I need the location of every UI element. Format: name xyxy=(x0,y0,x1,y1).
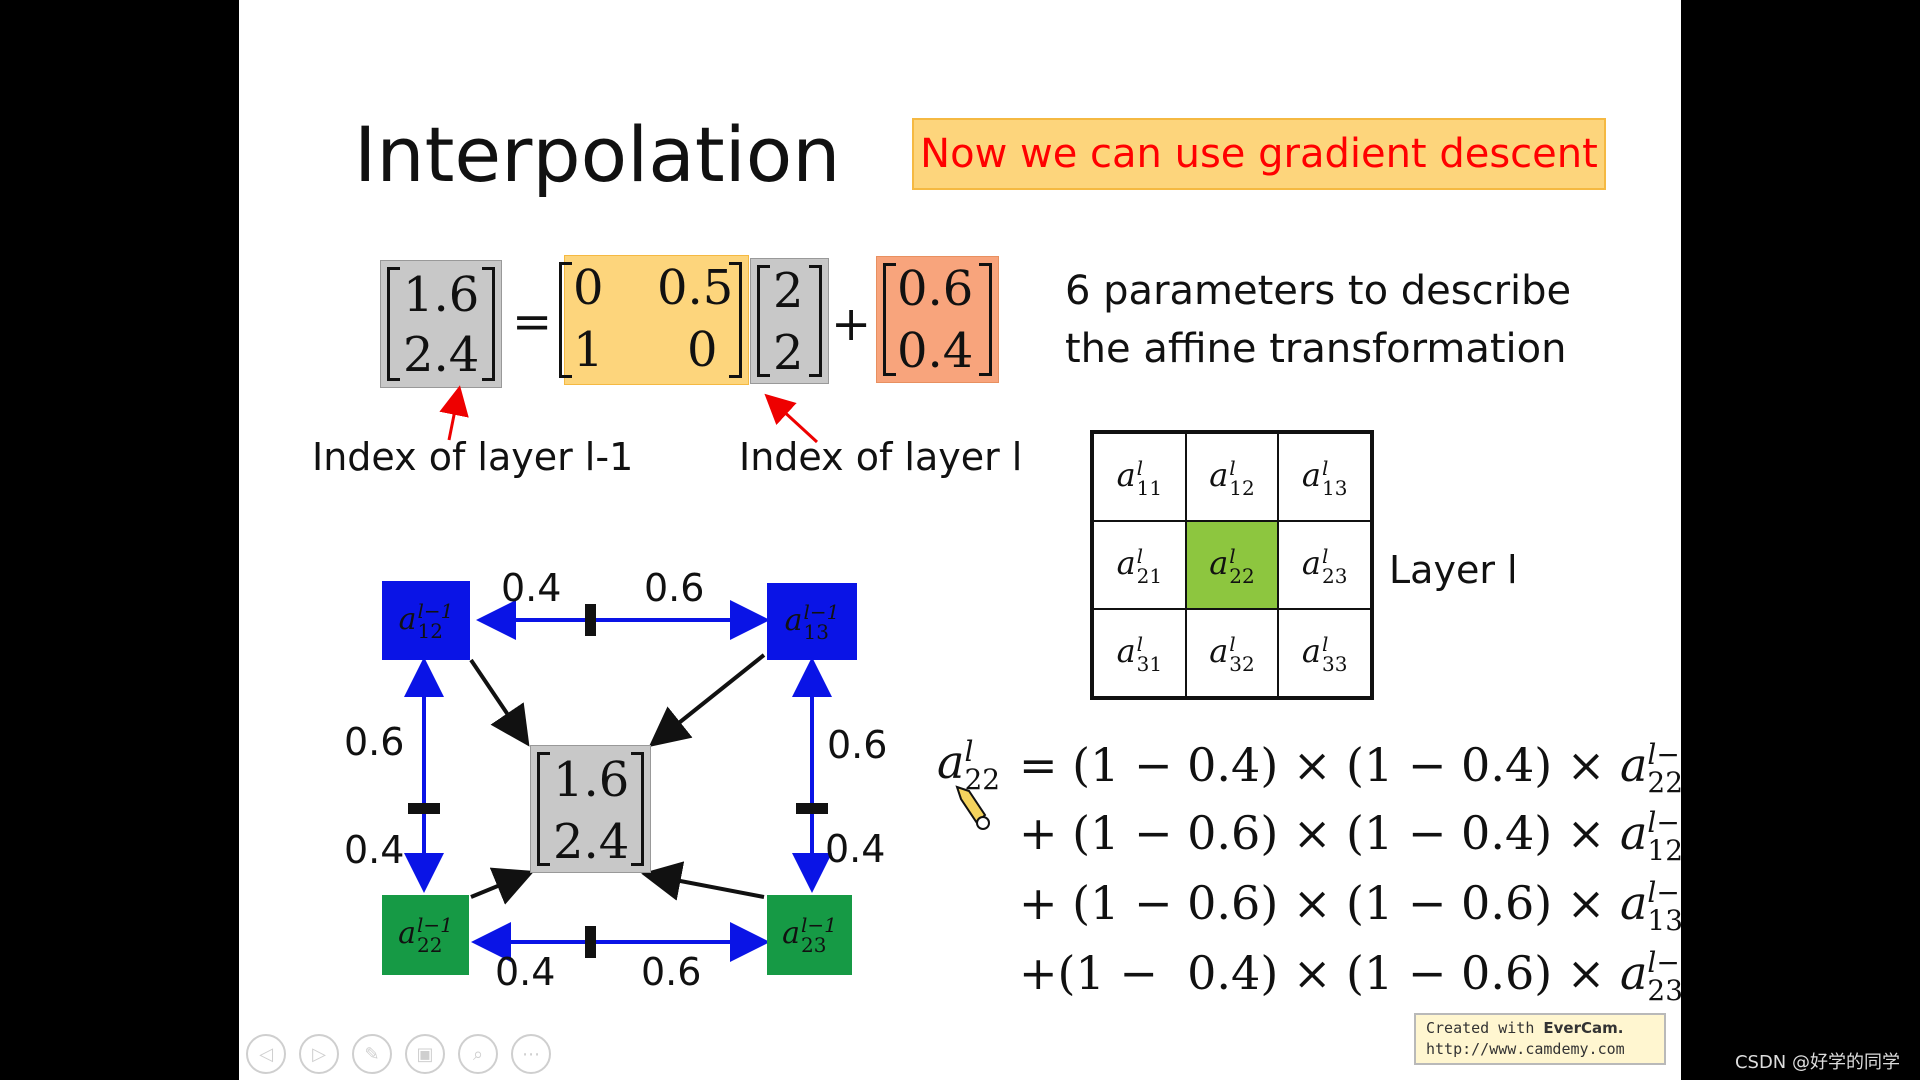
weight-top-left: 0.4 xyxy=(501,566,562,610)
slides-icon[interactable]: ▣ xyxy=(405,1034,445,1074)
csdn-watermark: CSDN @好学的同学 xyxy=(1734,1052,1900,1073)
vec-top: 2 xyxy=(773,263,804,319)
evercam-prefix: Created with xyxy=(1426,1019,1544,1037)
formula-line-3: + (1 − 0.6) × (1 − 0.6) × al−113 xyxy=(1019,876,1681,937)
transform-matrix: 0 0.5 1 0 xyxy=(559,255,749,385)
more-icon[interactable]: ⋯ xyxy=(511,1034,551,1074)
callout-box: Now we can use gradient descent xyxy=(912,118,1606,190)
lhs-bottom: 2.4 xyxy=(403,327,480,383)
evercam-badge: Created with EverCam. http://www.camdemy… xyxy=(1414,1013,1666,1065)
bias-vector: 0.6 0.4 xyxy=(876,256,999,383)
description-line-1: 6 parameters to describe xyxy=(1065,268,1572,314)
weight-right-bottom: 0.4 xyxy=(825,827,886,871)
layer-label: Layer l xyxy=(1389,548,1518,592)
weight-bottom-right: 0.6 xyxy=(641,950,702,994)
center-top: 1.6 xyxy=(553,752,630,808)
bias-top: 0.6 xyxy=(897,261,974,317)
affine-description: 6 parameters to describe the affine tran… xyxy=(1065,262,1571,378)
lhs-vector: 1.6 2.4 xyxy=(380,260,502,388)
label-arrows xyxy=(439,385,819,444)
evercam-brand: EverCam. xyxy=(1543,1019,1624,1037)
label-index-curr: Index of layer l xyxy=(739,435,1023,479)
plus-sign: + xyxy=(831,296,872,352)
slide: Interpolation Now we can use gradient de… xyxy=(239,0,1681,1080)
formula-line-4: +(1 − 0.4) × (1 − 0.6) × al−123 xyxy=(1019,946,1681,1007)
matrix-a11: 0 xyxy=(573,260,604,316)
next-icon[interactable]: ▷ xyxy=(299,1034,339,1074)
matrix-a12: 0.5 xyxy=(657,260,734,316)
matrix-a21: 1 xyxy=(573,322,604,378)
label-index-prev: Index of layer l-1 xyxy=(312,435,634,479)
matrix-a22: 0 xyxy=(687,322,718,378)
slide-title: Interpolation xyxy=(354,110,841,199)
weight-left-top: 0.6 xyxy=(344,720,405,764)
center-vector: 1.6 2.4 xyxy=(530,745,651,873)
description-line-2: the affine transformation xyxy=(1065,326,1567,372)
equals-sign: = xyxy=(512,294,553,350)
vec-bottom: 2 xyxy=(773,325,804,381)
pen-icon[interactable]: ✎ xyxy=(352,1034,392,1074)
interpolation-arrows xyxy=(404,600,832,962)
weight-left-bottom: 0.4 xyxy=(344,828,405,872)
pencil-cursor-icon xyxy=(955,785,990,830)
prev-icon[interactable]: ◁ xyxy=(246,1034,286,1074)
lhs-top: 1.6 xyxy=(403,267,480,323)
weight-right-top: 0.6 xyxy=(827,723,888,767)
index-vector: 2 2 xyxy=(750,258,829,384)
weight-bottom-left: 0.4 xyxy=(495,950,556,994)
center-bottom: 2.4 xyxy=(553,814,630,870)
zoom-icon[interactable]: ⌕ xyxy=(458,1034,498,1074)
weight-top-right: 0.6 xyxy=(644,566,705,610)
bias-bottom: 0.4 xyxy=(897,323,974,379)
formula-line-2: + (1 − 0.6) × (1 − 0.4) × al−112 xyxy=(1019,806,1681,867)
formula-line-1: = (1 − 0.4) × (1 − 0.4) × al−122 xyxy=(1019,738,1681,799)
evercam-url: http://www.camdemy.com xyxy=(1426,1040,1625,1058)
